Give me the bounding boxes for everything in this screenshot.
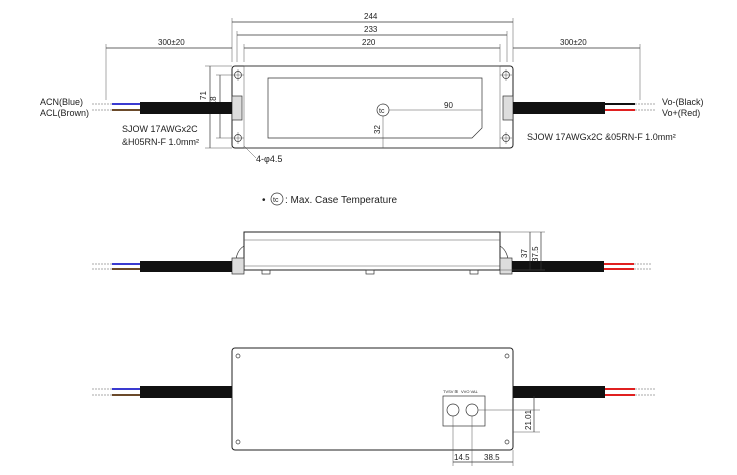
- adjuster-label-left: TVSV ⊞: [443, 389, 458, 394]
- dim-220: 220: [362, 38, 376, 47]
- tc-marker: tc 90 32: [373, 101, 482, 148]
- dim-37: 37: [520, 249, 529, 258]
- dim-244: 244: [364, 12, 378, 21]
- right-cable-jacket: [513, 102, 605, 114]
- dim-right-cable: 300±20: [560, 38, 587, 47]
- left-cable-spec-1: SJOW 17AWGx2C: [122, 124, 198, 134]
- dim-90: 90: [444, 101, 453, 110]
- side-view: 37 37.5: [92, 231, 652, 275]
- top-view: 244 233 220 300±20 300±20: [40, 12, 704, 164]
- label-acn: ACN(Blue): [40, 97, 83, 107]
- bottom-left-jacket: [140, 386, 232, 398]
- left-gland: [231, 95, 243, 121]
- bottom-view: TVSV ⊞ VVO VAL 14.5 38.5 21.01: [92, 347, 655, 466]
- legend-tc-symbol: tc: [273, 197, 279, 204]
- tc-symbol-top: tc: [379, 108, 385, 115]
- side-left-jacket: [140, 261, 232, 272]
- bottom-case: [231, 347, 514, 451]
- dim-14-5: 14.5: [454, 453, 470, 462]
- dim-71: 71: [199, 91, 208, 100]
- right-gland: [502, 95, 514, 121]
- legend: • tc : Max. Case Temperature: [262, 192, 398, 206]
- side-right-jacket: [512, 261, 604, 272]
- dim-left-cable: 300±20: [158, 38, 185, 47]
- dim-38-5: 38.5: [484, 453, 500, 462]
- top-label-panel: [267, 77, 483, 139]
- legend-bullet: •: [262, 195, 266, 206]
- dim-233: 233: [364, 25, 378, 34]
- hole-note: 4-φ4.5: [256, 154, 282, 164]
- dim-37-5: 37.5: [531, 246, 540, 262]
- legend-text: : Max. Case Temperature: [285, 195, 398, 206]
- top-case-inner: [243, 65, 501, 149]
- left-cable-spec-2: &H05RN-F 1.0mm²: [122, 137, 199, 147]
- right-cable-spec: SJOW 17AWGx2C &05RN-F 1.0mm²: [527, 132, 676, 142]
- adjuster-label-right: VVO VAL: [461, 389, 479, 394]
- dim-21-01: 21.01: [524, 409, 533, 430]
- left-cable-jacket: [140, 102, 232, 114]
- label-vo-plus: Vo+(Red): [662, 108, 700, 118]
- side-case: [243, 231, 501, 271]
- mounting-holes: [232, 69, 512, 144]
- adjuster-box: [442, 395, 486, 427]
- left-cable-top: [92, 95, 243, 121]
- side-left-gland: [231, 257, 245, 275]
- bottom-right-jacket: [513, 386, 605, 398]
- dim-32: 32: [373, 125, 382, 134]
- label-vo-minus: Vo-(Black): [662, 97, 704, 107]
- label-acl: ACL(Brown): [40, 108, 89, 118]
- side-right-gland: [499, 257, 513, 275]
- right-cable-top: [502, 95, 655, 121]
